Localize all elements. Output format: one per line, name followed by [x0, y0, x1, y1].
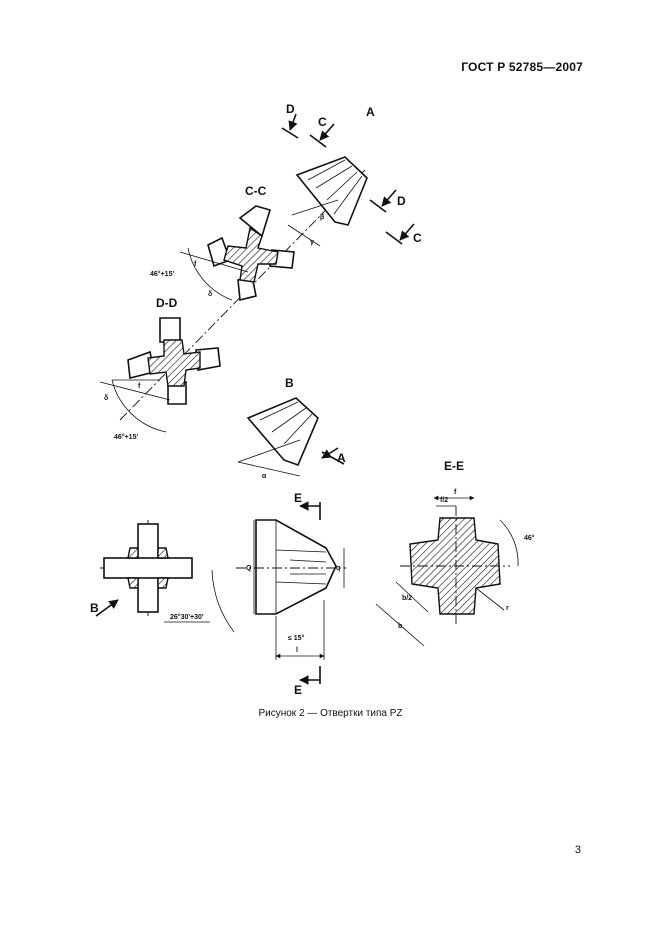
dim-f-ee: f	[454, 489, 457, 496]
dim-q: q	[336, 565, 340, 572]
arrow-c-label-top: C	[318, 115, 327, 129]
arrow-d-label-right: D	[397, 194, 406, 208]
section-arrows-top: D C D C	[281, 102, 422, 245]
dim-Q: Q	[246, 565, 252, 572]
standard-number: ГОСТ Р 52785—2007	[461, 60, 583, 74]
view-a-tip: A	[295, 105, 375, 226]
dim-delta-dd: δ	[104, 395, 108, 402]
dim-gamma: γ	[310, 239, 314, 246]
section-ee-label: E-E	[444, 459, 464, 473]
section-dd: D-D f δ 46°+15'	[99, 296, 221, 441]
section-cc: C-C f 46°+15' δ	[150, 184, 295, 302]
dim-r: r	[506, 605, 509, 612]
view-b-label: B	[285, 376, 294, 390]
dim-l: l	[296, 647, 298, 654]
dim-f-cc: f	[194, 261, 197, 268]
dim-beta: β	[320, 214, 325, 221]
dim-delta-cc: δ	[208, 291, 212, 298]
dim-angle-cc: 46°+15'	[150, 270, 174, 278]
figure-caption: Рисунок 2 — Отвертки типа PZ	[258, 708, 403, 719]
arrow-a-label: A	[337, 451, 346, 465]
section-dd-label: D-D	[156, 296, 178, 310]
dim-le-15: ≤ 15°	[288, 634, 305, 642]
section-ee: E-E f f/2 46° b/2 b r	[375, 459, 535, 647]
side-view-cone: Q q 26°30'+30' l ≤ 15° E E	[164, 491, 346, 697]
front-view-cross: B	[90, 520, 193, 617]
section-cc-label: C-C	[245, 184, 267, 198]
dim-f-half: f/2	[440, 497, 448, 504]
view-a-label: A	[366, 105, 375, 119]
view-b: B A α	[237, 376, 346, 480]
arrow-b-label: B	[90, 601, 99, 615]
dim-angle-dd: 46°+15'	[114, 433, 138, 441]
arrow-e-label-top: E	[294, 491, 302, 505]
dim-angle-cone: 26°30'+30'	[170, 613, 204, 621]
arrow-c-label-right: C	[413, 231, 422, 245]
dim-angle-ee: 46°	[524, 534, 535, 542]
arrow-d-label: D	[286, 102, 295, 116]
dim-b-half: b/2	[402, 595, 412, 602]
dim-b: b	[398, 623, 402, 630]
dim-alpha: α	[262, 473, 267, 480]
arrow-e-label-bottom: E	[294, 683, 302, 697]
page-number: 3	[574, 844, 581, 856]
dim-f-dd: f	[138, 383, 141, 390]
